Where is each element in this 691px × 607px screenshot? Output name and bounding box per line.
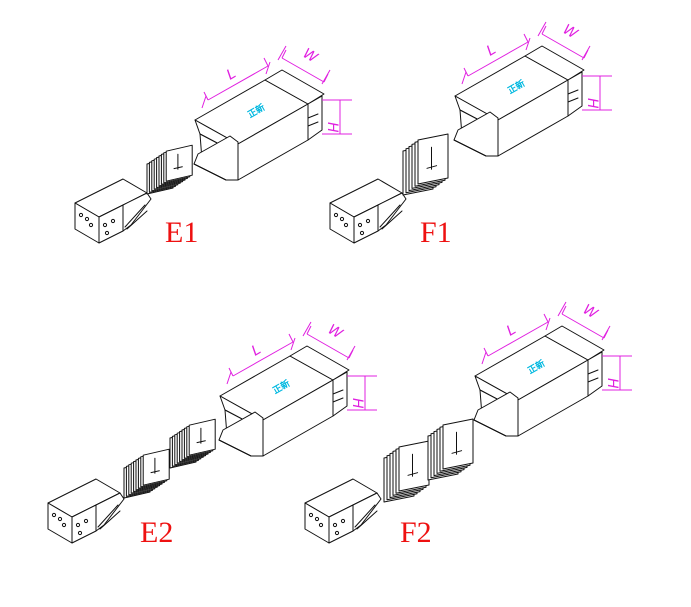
width-label: W <box>580 302 601 323</box>
width-label: W <box>325 322 346 343</box>
length-label: L <box>224 66 239 84</box>
height-dimension-line <box>347 375 377 411</box>
insert-plate <box>188 418 216 456</box>
height-label: H <box>604 378 620 389</box>
small-box <box>47 478 125 544</box>
variant-caption: F2 <box>400 516 432 549</box>
box-end-face <box>307 95 323 141</box>
main-box: 正新 <box>453 45 585 157</box>
length-label: L <box>249 342 264 360</box>
dimension-annotations <box>461 21 612 111</box>
small-box <box>329 178 407 244</box>
insert-plate-stack <box>402 133 449 196</box>
height-label: H <box>349 398 365 409</box>
variant-e1: 正新L W H E1 <box>74 45 352 249</box>
insert-plate-stack <box>123 448 170 499</box>
box-back-flap <box>289 345 350 381</box>
box-end-face <box>332 371 348 417</box>
main-box: 正新 <box>473 325 605 437</box>
dimension-annotations <box>201 45 352 135</box>
variant-f1: 正新L W H F1 <box>329 21 612 249</box>
insert-plate-stack <box>146 144 193 195</box>
width-label: W <box>300 46 321 67</box>
variant-e2: 正新L W H E2 <box>47 321 377 549</box>
main-box: 正新 <box>218 345 350 457</box>
box-back-flap <box>524 45 585 81</box>
insert-plate <box>417 133 449 185</box>
variant-caption: E2 <box>140 516 173 549</box>
small-box <box>74 178 152 244</box>
insert-plate <box>398 440 430 492</box>
width-label: W <box>560 22 581 43</box>
insert-plate-stack <box>427 418 474 481</box>
insert-plate <box>442 418 474 470</box>
height-label: H <box>324 122 340 133</box>
box-back-flap <box>544 325 605 361</box>
insert-plate-stack <box>169 418 216 469</box>
height-dimension-line <box>602 355 632 391</box>
box-end-face <box>567 71 583 117</box>
box-end-face <box>587 351 603 397</box>
dimension-annotations <box>226 321 377 411</box>
small-box <box>304 478 382 544</box>
box-back-flap <box>264 69 325 105</box>
insert-plate <box>142 448 170 486</box>
insert-plate <box>165 144 193 182</box>
height-label: H <box>584 98 600 109</box>
length-label: L <box>504 322 519 340</box>
height-dimension-line <box>322 99 352 135</box>
variant-caption: E1 <box>165 216 198 249</box>
variant-f2: 正新L W H F2 <box>304 301 632 549</box>
dimension-annotations <box>481 301 632 391</box>
main-box: 正新 <box>193 69 325 181</box>
height-dimension-line <box>582 75 612 111</box>
variant-caption: F1 <box>420 216 452 249</box>
length-label: L <box>484 42 499 60</box>
insert-plate-stack <box>383 440 430 503</box>
